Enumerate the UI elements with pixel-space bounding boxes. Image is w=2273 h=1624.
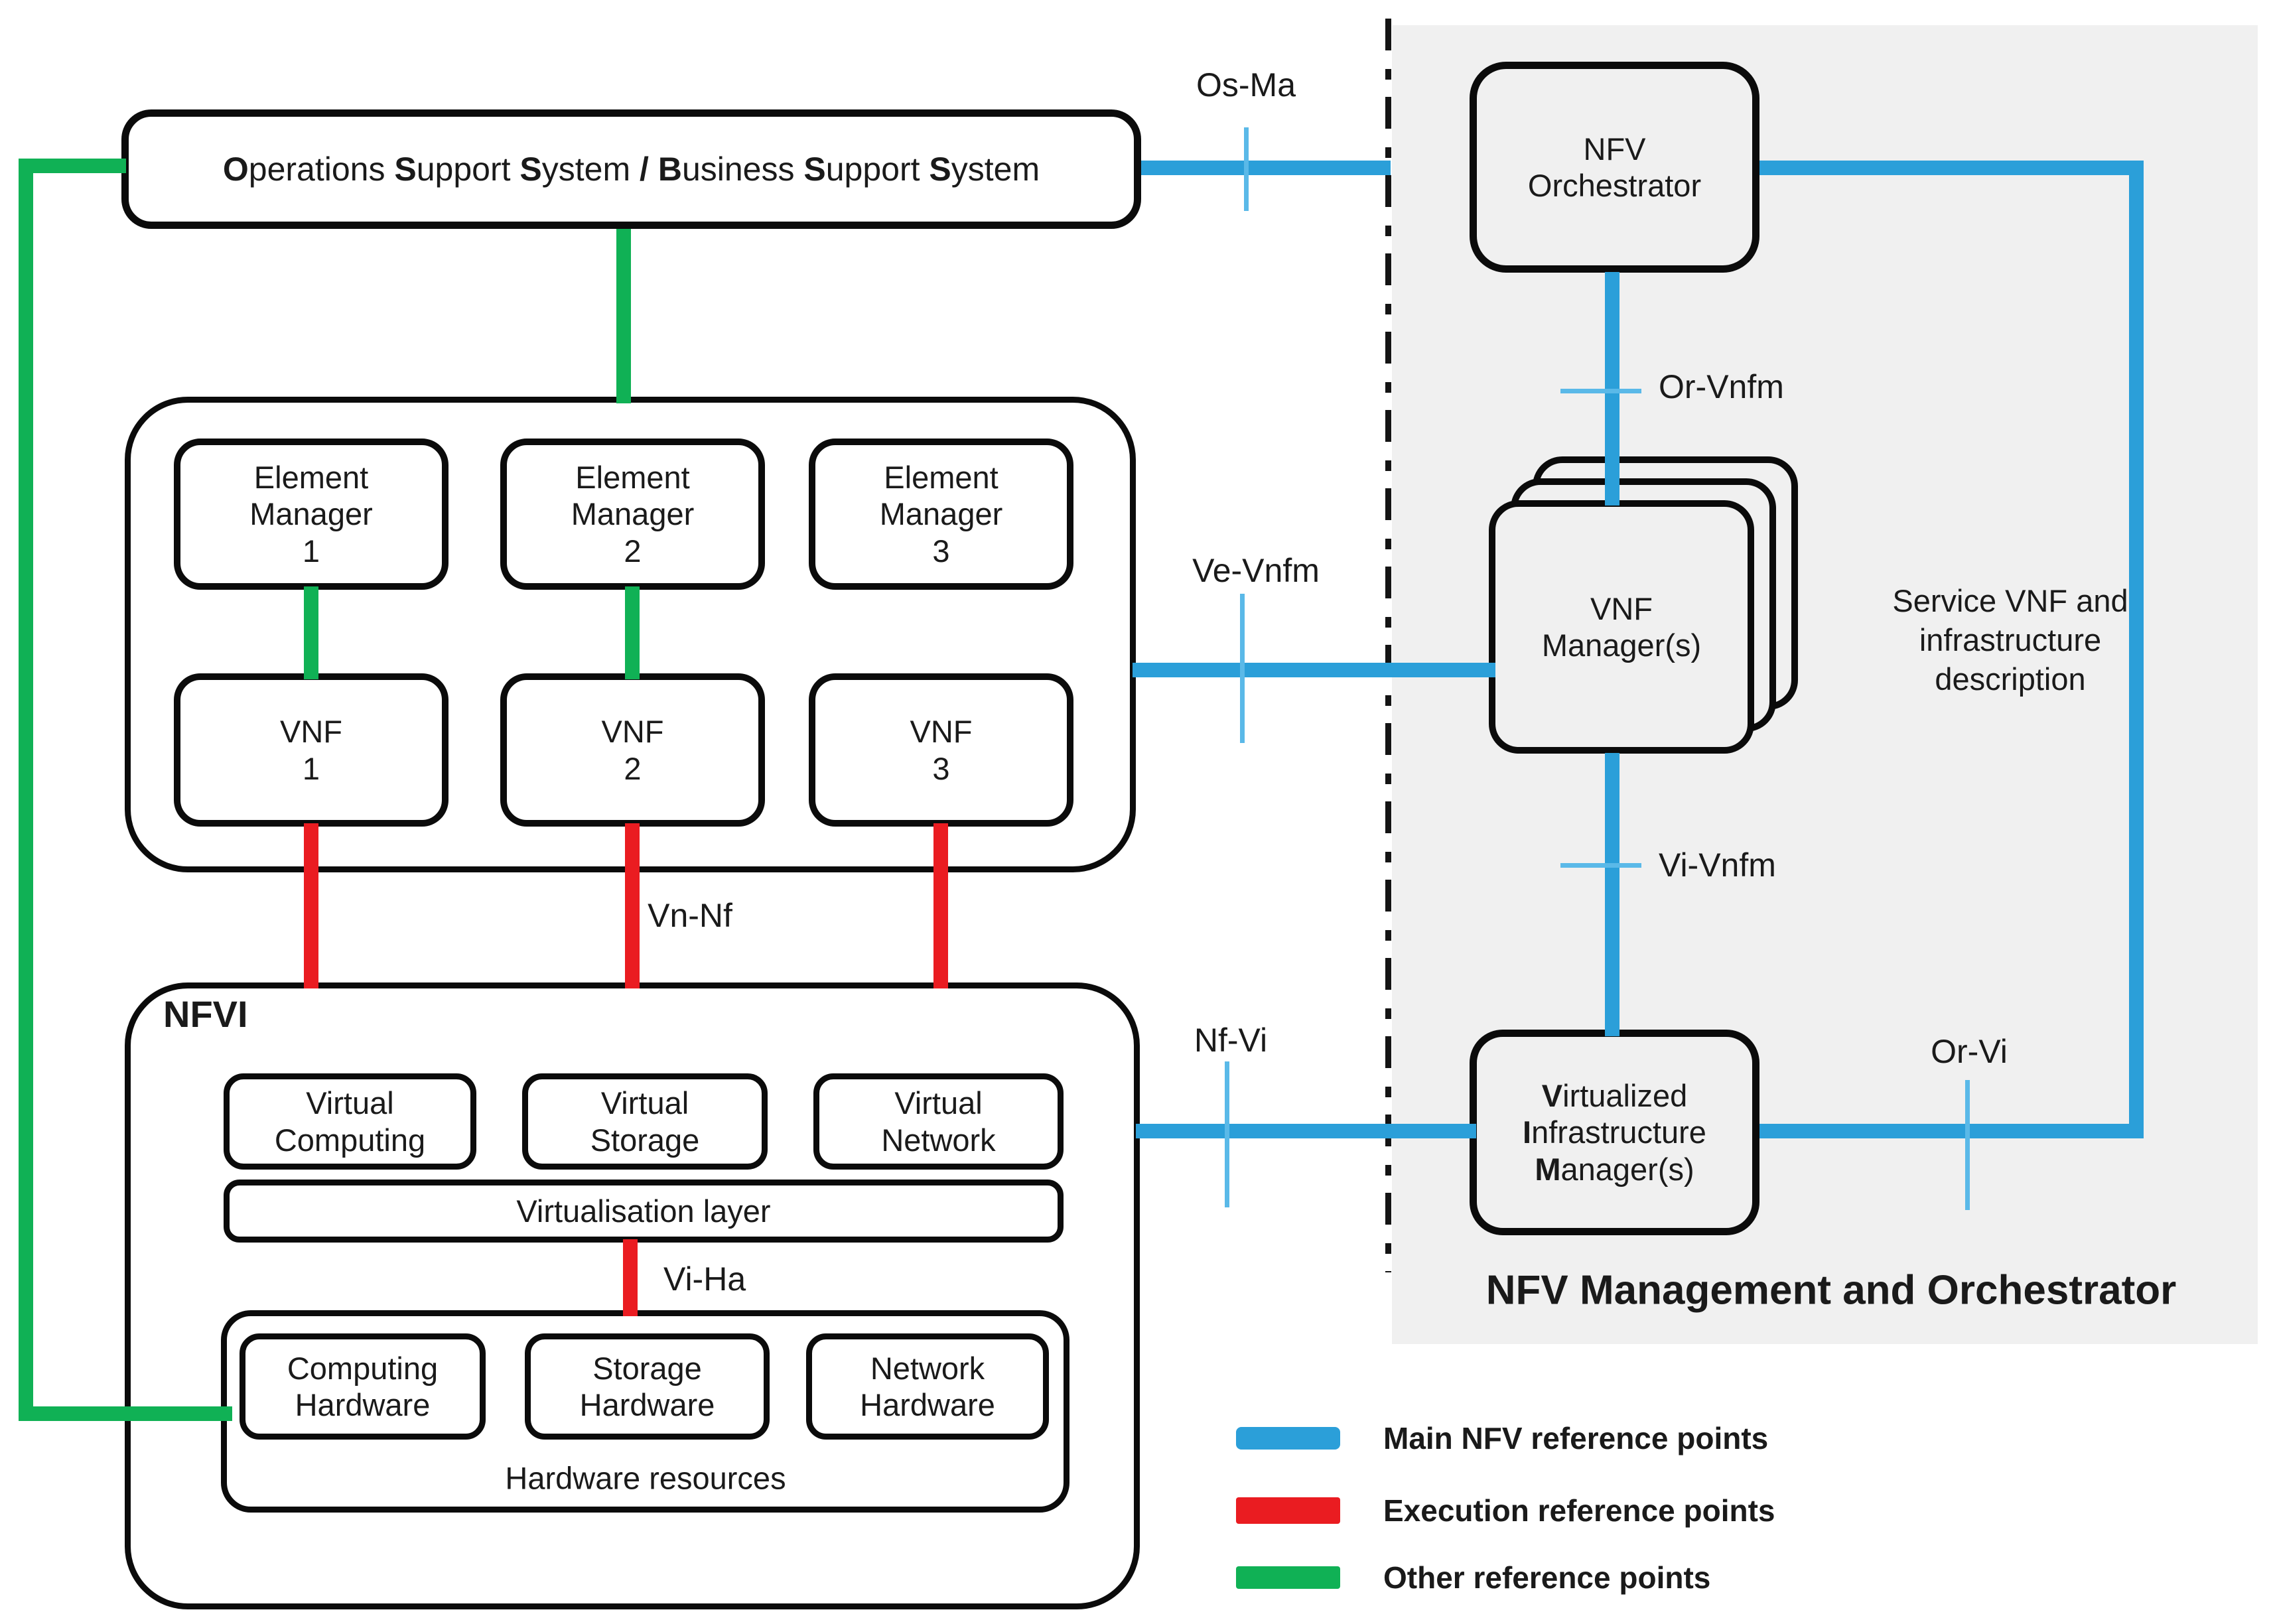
virtual-network-label: Virtual Network [881,1085,996,1158]
vnf-3-label: VNF 3 [910,714,973,786]
virtual-computing-box: Virtual Computing [224,1073,476,1170]
nfvi-label: NFVI [163,993,248,1035]
storage-hardware-label: Storage Hardware [579,1350,715,1422]
storage-hardware-box: Storage Hardware [525,1333,770,1440]
element-manager-3-box: Element Manager 3 [809,439,1073,590]
green-hardware-line [19,1406,232,1421]
red-vi-ha-line [623,1239,638,1316]
ve-vnfm-label: Ve-Vnfm [1192,552,1320,589]
vnf-manager-label: VNF Manager(s) [1541,590,1702,663]
vi-vnfm-tick [1560,863,1641,868]
blue-os-ma-line [1141,161,1391,175]
red-vnf2-nfvi-line [625,823,640,988]
element-manager-3-label: Element Manager 3 [879,459,1003,569]
element-manager-2-box: Element Manager 2 [500,439,765,590]
service-description-label: Service VNF and infrastructure descripti… [1892,582,2128,697]
legend-execution-label: Execution reference points [1383,1493,1775,1528]
vi-ha-label: Vi-Ha [663,1260,746,1298]
virtual-computing-label: Virtual Computing [274,1085,426,1158]
virtual-storage-label: Virtual Storage [590,1085,700,1158]
legend-other-label: Other reference points [1383,1560,1711,1595]
network-hardware-label: Network Hardware [860,1350,995,1422]
vnf-manager-box: VNF Manager(s) [1489,500,1754,754]
vnf-2-label: VNF 2 [601,714,664,786]
legend-execution-swatch [1236,1497,1340,1524]
green-oss-left-line [19,159,126,173]
or-vnfm-label: Or-Vnfm [1659,368,1784,405]
vnf-2-box: VNF 2 [500,673,765,827]
vim-box: Virtualized Infrastructure Manager(s) [1470,1030,1759,1235]
legend-main-label: Main NFV reference points [1383,1421,1769,1455]
os-ma-tick [1244,127,1249,211]
green-em2-vnf2-line [625,586,640,679]
dash-dot-divider [1385,19,1391,1272]
blue-ve-vnfm-line [1133,663,1495,677]
nfv-orchestrator-label: NFV Orchestrator [1527,131,1702,203]
legend-main-swatch [1236,1427,1340,1450]
vnf-1-box: VNF 1 [174,673,448,827]
vnf-1-label: VNF 1 [280,714,342,786]
blue-nfvo-right-line [1759,161,2144,175]
green-oss-to-em-line [616,229,631,403]
virtual-network-box: Virtual Network [813,1073,1064,1170]
element-manager-2-label: Element Manager 2 [571,459,695,569]
or-vi-tick [1965,1080,1970,1210]
red-vnf3-nfvi-line [933,823,948,988]
element-manager-1-label: Element Manager 1 [249,459,373,569]
computing-hardware-box: Computing Hardware [240,1333,486,1440]
nf-vi-tick [1225,1061,1229,1207]
vnf-3-box: VNF 3 [809,673,1073,827]
virtual-storage-box: Virtual Storage [522,1073,768,1170]
blue-or-vi-vertical-line [2129,161,2144,1138]
nf-vi-label: Nf-Vi [1194,1022,1268,1059]
blue-nf-vi-line [1136,1124,1476,1138]
vi-vnfm-label: Vi-Vnfm [1659,846,1776,884]
network-hardware-box: Network Hardware [806,1333,1049,1440]
hardware-resources-label: Hardware resources [505,1460,786,1496]
red-vnf1-nfvi-line [304,823,318,988]
green-em1-vnf1-line [304,586,318,679]
os-ma-label: Os-Ma [1196,66,1296,103]
ve-vnfm-tick [1240,594,1245,743]
vim-label: Virtualized Infrastructure Manager(s) [1523,1077,1706,1187]
oss-bss-box: Operations Support System / Business Sup… [121,109,1141,229]
blue-or-vi-line [1759,1124,2144,1138]
legend-other-swatch [1236,1566,1340,1589]
virtualisation-layer-box: Virtualisation layer [224,1180,1064,1243]
vn-nf-label: Vn-Nf [648,897,732,934]
green-left-vertical-line [19,159,33,1421]
element-manager-1-box: Element Manager 1 [174,439,448,590]
computing-hardware-label: Computing Hardware [287,1350,439,1422]
virtualisation-layer-label: Virtualisation layer [516,1193,771,1229]
or-vi-label: Or-Vi [1931,1033,2008,1070]
nfv-orchestrator-box: NFV Orchestrator [1470,62,1759,273]
oss-bss-label: Operations Support System / Business Sup… [222,150,1040,188]
mano-panel-title: NFV Management and Orchestrator [1485,1267,2177,1314]
blue-vi-vnfm-line [1605,753,1619,1036]
or-vnfm-tick [1560,389,1641,393]
